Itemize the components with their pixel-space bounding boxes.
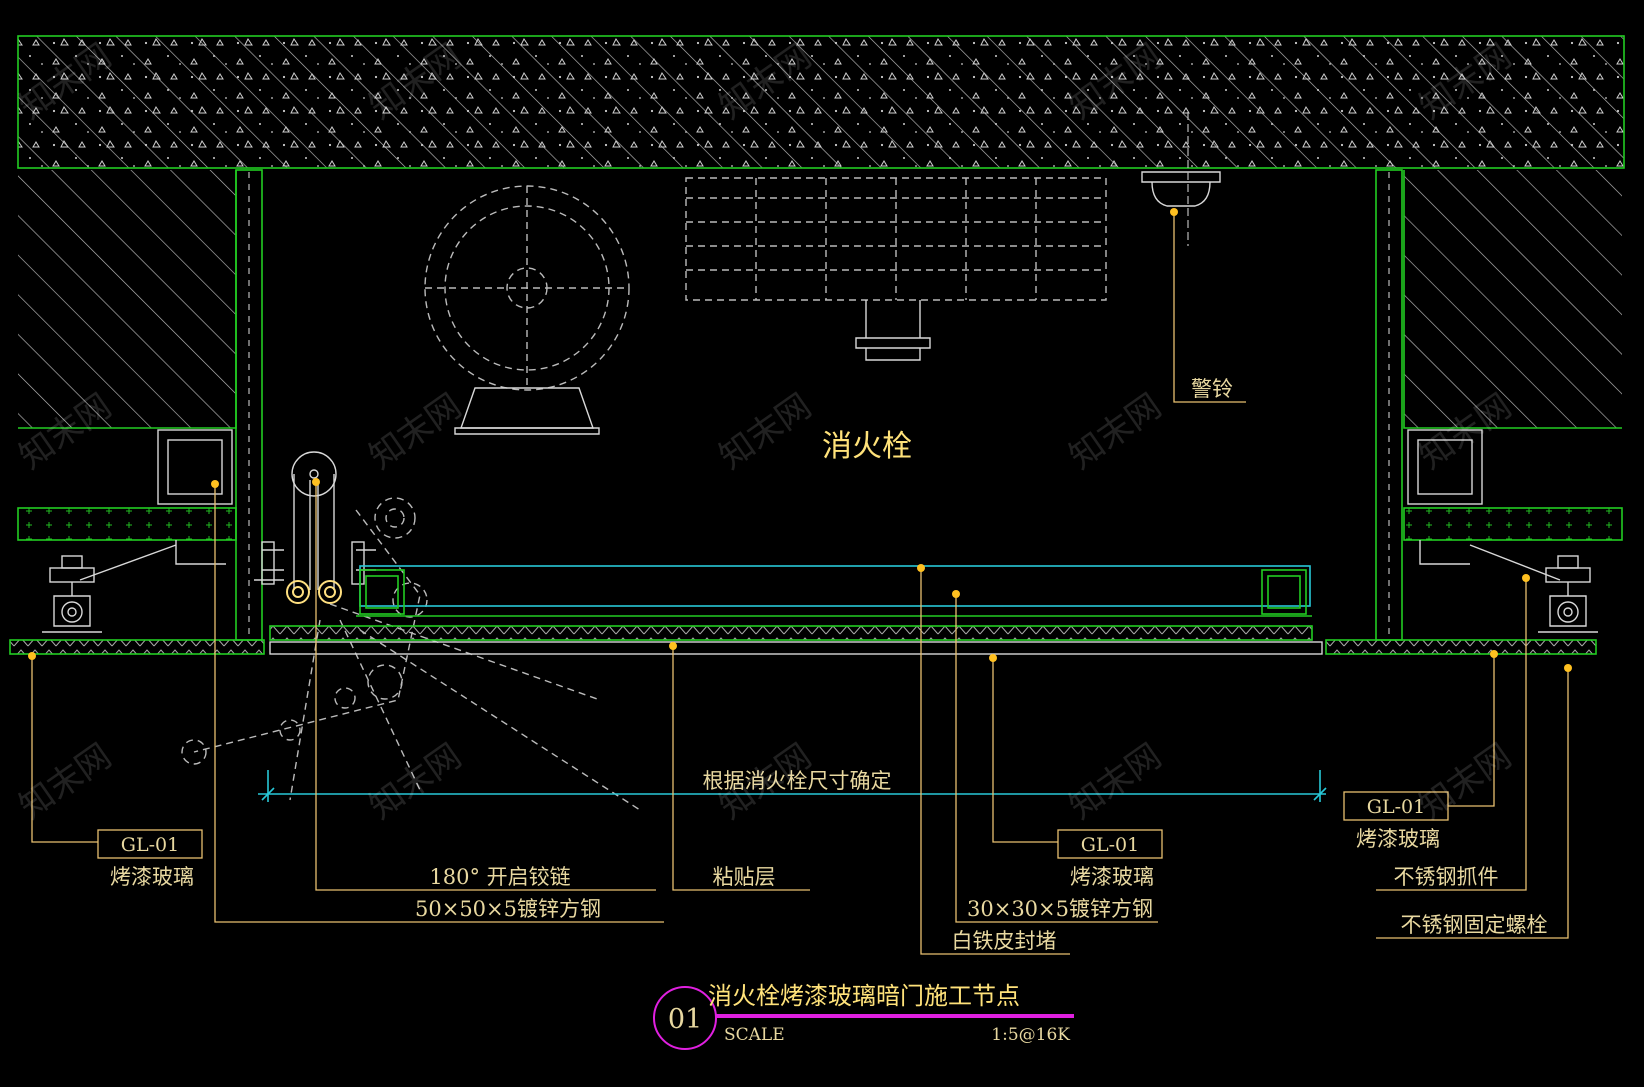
hose-reel [424, 185, 630, 435]
ss-clamp-label: 不锈钢抓件 [1394, 865, 1499, 889]
concrete-ceiling-slab [17, 35, 1625, 169]
scale-value: 1:5@16K [991, 1025, 1070, 1045]
watermark-text: 知末网 [1412, 736, 1518, 827]
watermark-text: 知末网 [12, 736, 118, 827]
tag-box-right [1343, 791, 1449, 821]
concealed-door-panel [269, 565, 1323, 655]
glass-left-name: 烤漆玻璃 [110, 865, 194, 889]
tag-box-mid [1057, 829, 1163, 859]
watermark-text: 知末网 [362, 386, 468, 477]
watermark-text: 知末网 [712, 386, 818, 477]
tag-box-left [97, 829, 203, 859]
ss-bolt-label: 不锈钢固定螺栓 [1401, 913, 1548, 937]
hinge-assembly [254, 451, 376, 604]
drawing-title: 消火栓烤漆玻璃暗门施工节点 [708, 982, 1020, 1010]
title-block: 01 消火栓烤漆玻璃暗门施工节点 SCALE 1:5@16K [653, 982, 1074, 1050]
left-wall [9, 169, 265, 655]
tin-seal-label: 白铁皮封堵 [952, 929, 1057, 953]
hydrant-label: 消火栓 [822, 429, 912, 464]
hose-rack [685, 177, 1107, 361]
leader-lines [28, 208, 1572, 955]
adhesive-label: 粘贴层 [713, 865, 776, 889]
glass-mid-name: 烤漆玻璃 [1070, 865, 1154, 889]
glass-mid-code: GL-01 [1081, 834, 1139, 856]
left-spider-clamp [42, 555, 102, 633]
scale-label: SCALE [724, 1025, 785, 1045]
dimension-line: 根据消火栓尺寸确定 [258, 769, 1327, 802]
watermark-text: 知末网 [362, 736, 468, 827]
steel-50-label: 50×50×5镀锌方钢 [415, 897, 601, 921]
right-wall [1325, 169, 1623, 655]
glass-right-code: GL-01 [1367, 796, 1425, 818]
watermark-text: 知末网 [1062, 736, 1168, 827]
steel-30-label: 30×30×5镀锌方钢 [967, 897, 1153, 921]
glass-left-code: GL-01 [121, 834, 179, 856]
door-swing-path [181, 497, 641, 811]
drawing-number: 01 [668, 1004, 702, 1035]
alarm-bell-label: 警铃 [1191, 377, 1233, 401]
dimension-note: 根据消火栓尺寸确定 [703, 769, 892, 793]
hinge-label: 180° 开启铰链 [429, 865, 570, 889]
alarm-bell [1141, 112, 1221, 246]
watermark-text: 知末网 [1062, 386, 1168, 477]
right-spider-clamp [1538, 555, 1598, 633]
glass-right-name: 烤漆玻璃 [1356, 827, 1440, 851]
